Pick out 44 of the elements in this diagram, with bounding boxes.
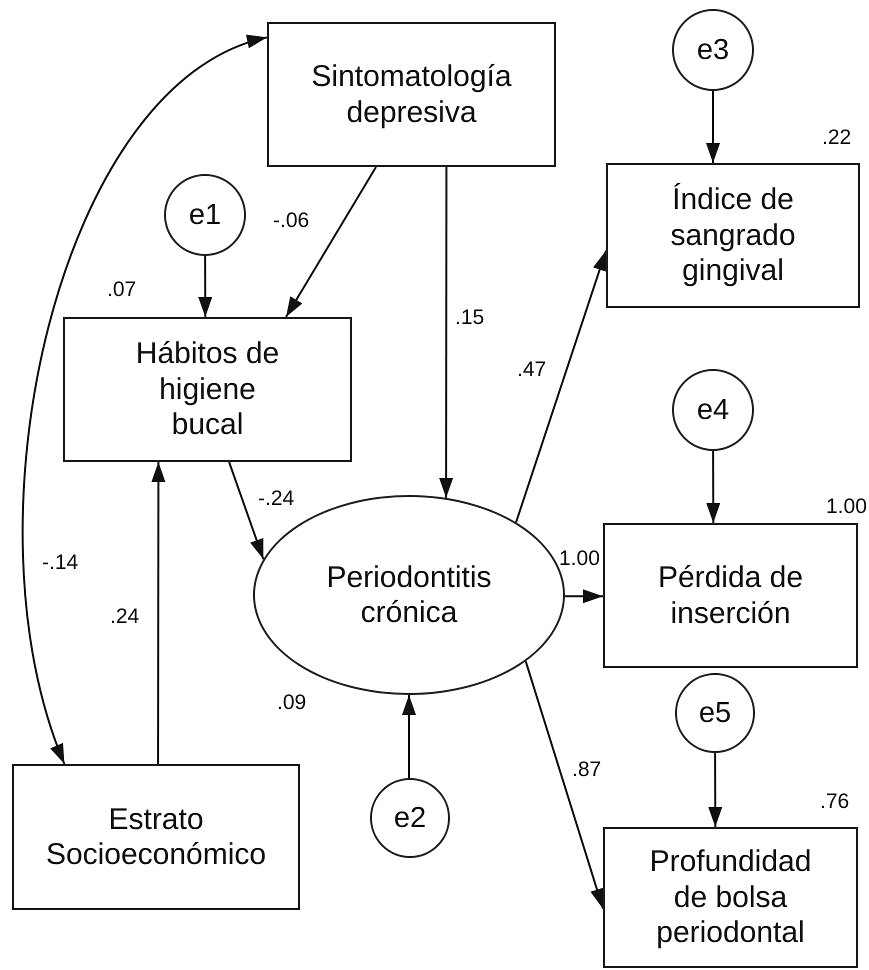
variable-box xyxy=(603,827,858,968)
r-squared-value: 1.00 xyxy=(826,496,867,517)
error-term-label: e3 xyxy=(696,32,730,68)
variable-box xyxy=(63,317,352,462)
arrow xyxy=(515,250,607,523)
r-squared-value: .76 xyxy=(820,791,850,812)
arrow xyxy=(706,91,720,163)
variable-box xyxy=(603,523,858,668)
arrow xyxy=(565,589,603,604)
arrow xyxy=(285,166,377,318)
path-coefficient: .15 xyxy=(455,307,484,328)
r-squared-value: .09 xyxy=(277,692,306,713)
variable-box xyxy=(267,22,556,167)
path-coefficient: -.14 xyxy=(42,552,78,573)
variable-box xyxy=(12,764,300,910)
error-term-label: e5 xyxy=(698,696,732,730)
path-coefficient: -.06 xyxy=(273,210,310,231)
variable-box xyxy=(606,163,860,308)
arrow xyxy=(198,256,212,317)
variable-name: Hábitos de higiene bucal xyxy=(134,336,280,443)
arrow xyxy=(151,462,166,764)
variable-name: Profundidad de bolsa periodontal xyxy=(648,844,812,951)
variable-name: Índice de sangrado gingival xyxy=(669,182,797,289)
error-term-label: e2 xyxy=(394,800,426,836)
r-squared-value: .22 xyxy=(822,127,852,148)
variable-name: Pérdida de inserción xyxy=(656,560,804,631)
arrow xyxy=(439,167,454,498)
path-coefficient: 1.00 xyxy=(559,548,600,569)
arrow xyxy=(228,462,264,560)
variable-name: Estrato Socioeconómico xyxy=(44,802,268,872)
path-coefficient: .47 xyxy=(517,359,546,380)
error-term-label: e1 xyxy=(188,198,222,232)
double-headed-arrow xyxy=(22,36,268,764)
variable-name: Sintomatología depresiva xyxy=(310,59,513,130)
path-coefficient: .87 xyxy=(572,759,602,780)
arrow xyxy=(706,451,720,523)
r-squared-value: .07 xyxy=(107,279,136,300)
arrow xyxy=(708,753,722,827)
path-coefficient: .24 xyxy=(110,606,140,627)
path-coefficient: -.24 xyxy=(258,488,294,509)
arrow xyxy=(402,695,416,778)
error-term-label: e4 xyxy=(696,392,730,428)
arrow xyxy=(524,661,604,909)
variable-name: Periodontitis crónica xyxy=(325,560,493,630)
